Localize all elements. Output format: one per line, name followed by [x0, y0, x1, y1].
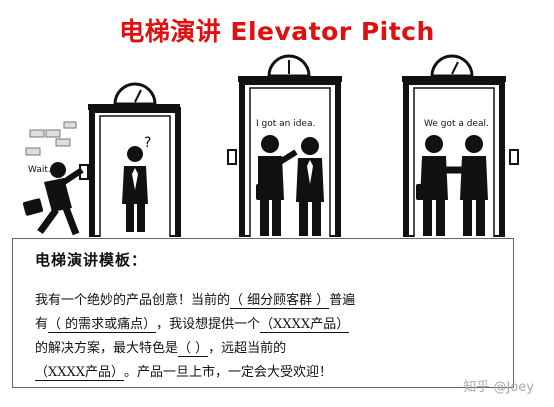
blank-key-feature: （ ） — [178, 337, 209, 357]
scene-3: We got a deal. — [402, 54, 519, 237]
template-line-4: （XXXX产品）。产品一旦上市，一定会大受欢迎！ — [35, 361, 332, 381]
presenting-man-icon — [256, 135, 298, 236]
elevator-illustration: Wait... ? — [22, 54, 519, 237]
scene2-speech: I got an idea. — [256, 119, 315, 129]
call-button-icon — [227, 149, 237, 165]
scene3-speech: We got a deal. — [424, 119, 489, 129]
listening-man-icon — [296, 137, 324, 236]
page-title: 电梯演讲 Elevator Pitch — [119, 17, 435, 46]
running-man-icon — [22, 162, 84, 236]
scene1-speech: Wait... — [28, 165, 56, 175]
floor-indicator-icon — [402, 54, 506, 82]
template-line-2: 有（ 的需求或痛点），我设想提供一个（XXXX产品） — [35, 313, 350, 333]
scene-1: Wait... ? — [22, 82, 181, 237]
man-in-elevator-icon — [122, 146, 148, 232]
blank-product: （XXXX产品） — [260, 313, 350, 333]
template-heading: 电梯演讲模板： — [35, 251, 148, 269]
blank-customer-segment: （ 细分顾客群 ） — [230, 289, 330, 309]
template-panel: 电梯演讲模板： 我有一个绝妙的产品创意！当前的（ 细分顾客群 ）普遍 有（ 的需… — [12, 238, 514, 388]
watermark: 知乎 @Joey — [463, 380, 534, 395]
floor-indicator-icon — [238, 54, 342, 82]
template-line-1: 我有一个绝妙的产品创意！当前的（ 细分顾客群 ）普遍 — [35, 289, 355, 309]
call-button-icon — [509, 149, 519, 165]
blank-competitor-product: （XXXX产品） — [35, 361, 125, 381]
template-line-3: 的解决方案，最大特色是（ ），远超当前的 — [35, 337, 286, 357]
brick-wall-icon — [25, 121, 77, 156]
scene1-thought: ? — [144, 135, 151, 151]
floor-indicator-icon — [88, 82, 180, 110]
scene-2: I got an idea. — [227, 54, 342, 237]
handshake-men-icon — [416, 135, 488, 236]
blank-need-pain-point: （ 的需求或痛点） — [48, 313, 157, 333]
